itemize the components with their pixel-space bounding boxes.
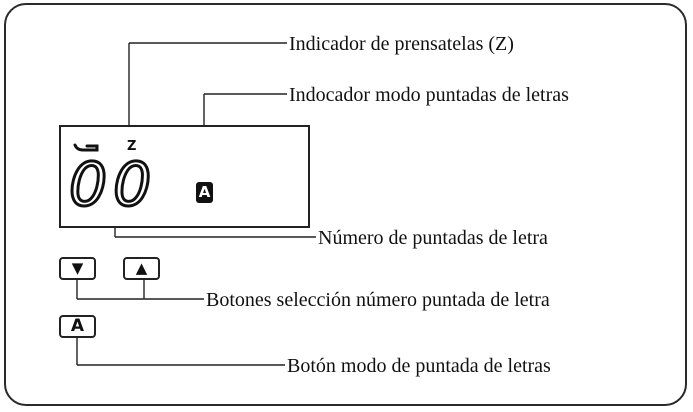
label-letter-mode-indicator: Indocador modo puntadas de letras: [289, 84, 569, 106]
label-presser-indicator: Indicador de prensatelas (Z): [289, 33, 514, 55]
label-mode-button: Botón modo de puntada de letras: [287, 355, 551, 377]
lcd-display: Z 00 A: [59, 125, 310, 228]
presser-z-indicator: Z: [127, 139, 137, 154]
presser-foot-icon: [73, 143, 99, 152]
letter-mode-indicator: A: [196, 182, 213, 203]
down-button[interactable]: ▼: [59, 257, 96, 280]
mode-button[interactable]: A: [59, 315, 96, 338]
stitch-number-digits: 00: [67, 150, 158, 220]
label-stitch-number: Número de puntadas de letra: [318, 227, 548, 249]
label-selection-buttons: Botones selección número puntada de letr…: [206, 289, 550, 311]
up-button[interactable]: ▲: [123, 257, 160, 280]
